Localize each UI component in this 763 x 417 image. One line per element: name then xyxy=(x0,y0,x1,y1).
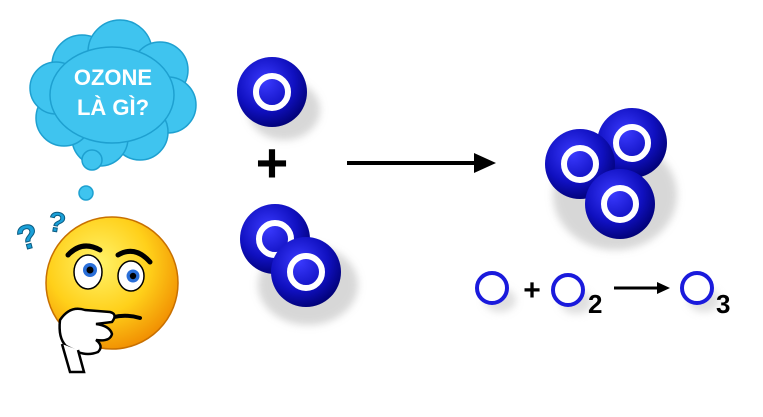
hand-icon xyxy=(58,307,116,374)
product-o3-molecule xyxy=(545,108,677,250)
reaction-plus: + xyxy=(256,131,289,194)
question-mark-left: ? xyxy=(13,216,43,258)
reactant-oxygen-atom xyxy=(237,57,320,140)
equation-plus: + xyxy=(523,274,541,307)
bubble-line-2: LÀ GÌ? xyxy=(77,95,149,120)
equation-arrow-icon xyxy=(657,282,670,294)
equation-o2-icon xyxy=(551,273,585,307)
thought-bubble: OZONE LÀ GÌ? xyxy=(29,19,197,201)
equation-o3-icon xyxy=(680,271,714,305)
reactant-o2-molecule xyxy=(240,204,358,325)
thinking-emoji-icon xyxy=(45,216,179,374)
bubble-line-1: OZONE xyxy=(74,65,152,90)
equation-o-icon xyxy=(475,271,509,305)
thought-dot-large xyxy=(81,149,103,171)
equation-o2-subscript: 2 xyxy=(588,289,602,319)
equation-o3-subscript: 3 xyxy=(716,289,730,319)
question-mark-right: ? xyxy=(46,206,68,240)
thought-dot-small xyxy=(78,185,94,201)
reaction-arrow-icon xyxy=(347,153,496,173)
equation: + 2 3 xyxy=(475,271,730,319)
